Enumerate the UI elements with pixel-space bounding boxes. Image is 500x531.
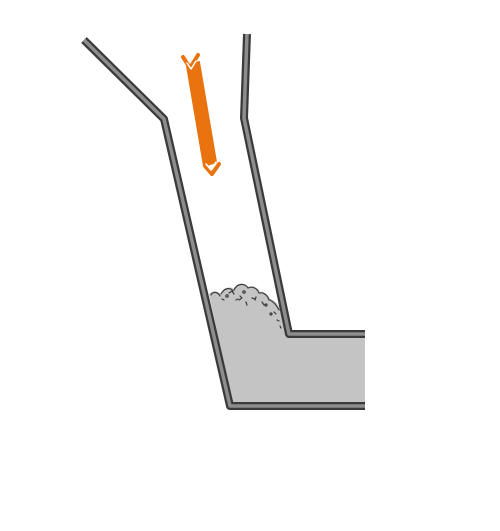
- left-wall-inner: [82, 38, 365, 408]
- right-wall: [240, 33, 365, 338]
- material-fill: [209, 283, 365, 405]
- right-wall-inner: [242, 33, 365, 336]
- downward-flow-arrow-icon: [181, 53, 221, 176]
- material-texture: [210, 283, 282, 329]
